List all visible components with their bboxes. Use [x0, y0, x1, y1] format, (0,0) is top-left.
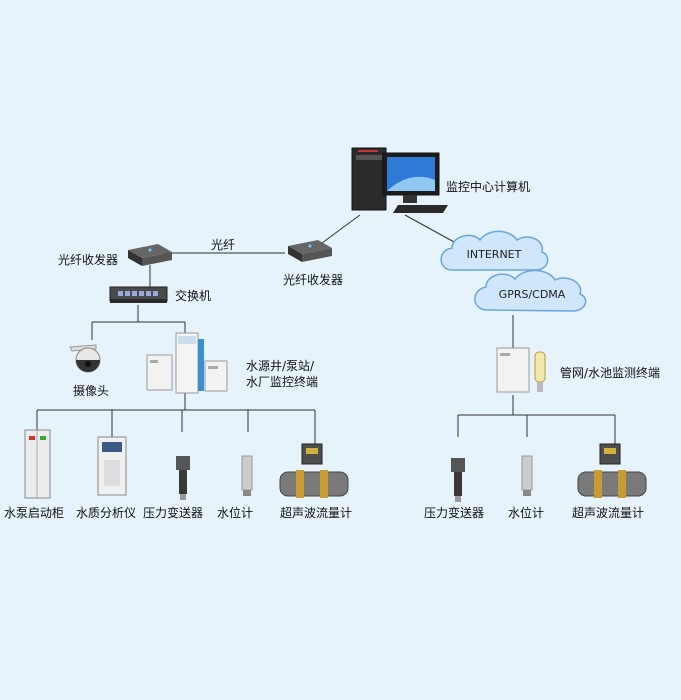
switch-label: 交换机 — [175, 289, 212, 303]
right-device-label: 水位计 — [508, 506, 545, 520]
switch-icon — [109, 286, 168, 303]
water-quality-analyzer-icon — [97, 436, 127, 496]
water-level-meter-left-icon — [241, 455, 253, 496]
station-cabinets-icon — [146, 332, 228, 394]
pipe-terminal-label: 管网/水池监测终端 — [560, 366, 661, 380]
left-device-label: 水泵启动柜 — [4, 506, 65, 520]
pipe-terminal-icon — [496, 347, 546, 393]
right-device-label: 压力变送器 — [424, 506, 485, 520]
fiber-transceiver-left-icon — [128, 244, 172, 266]
computer-label: 监控中心计算机 — [446, 180, 531, 194]
ultrasonic-flowmeter-right-icon — [577, 443, 647, 498]
fiber-transceiver-right-label: 光纤收发器 — [283, 273, 344, 287]
internet-cloud: INTERNET — [440, 230, 549, 271]
connection-lines — [36, 214, 616, 444]
fiber-transceiver-right-icon — [288, 240, 332, 262]
gprs-label: GPRS/CDMA — [499, 288, 566, 301]
left-device-label: 压力变送器 — [143, 506, 204, 520]
camera-icon — [69, 344, 101, 373]
computer-icon — [351, 147, 448, 213]
left-device-label: 水位计 — [217, 506, 254, 520]
water-level-meter-right-icon — [521, 455, 533, 496]
right-device-label: 超声波流量计 — [572, 506, 645, 520]
gprs-cloud: GPRS/CDMA — [474, 269, 587, 312]
camera-label: 摄像头 — [73, 384, 110, 398]
left-device-label: 超声波流量计 — [280, 506, 353, 520]
pressure-transmitter-left-icon — [176, 456, 190, 500]
station-label-line1: 水源井/泵站/ — [246, 359, 315, 373]
left-device-label: 水质分析仪 — [76, 506, 137, 520]
pump-cabinet-icon — [24, 429, 51, 499]
pressure-transmitter-right-icon — [451, 458, 465, 502]
station-label-line2: 水厂监控终端 — [246, 375, 319, 389]
ultrasonic-flowmeter-left-icon — [279, 443, 349, 498]
fiber-link-label: 光纤 — [211, 238, 236, 252]
internet-label: INTERNET — [467, 248, 522, 261]
fiber-transceiver-left-label: 光纤收发器 — [58, 253, 119, 267]
